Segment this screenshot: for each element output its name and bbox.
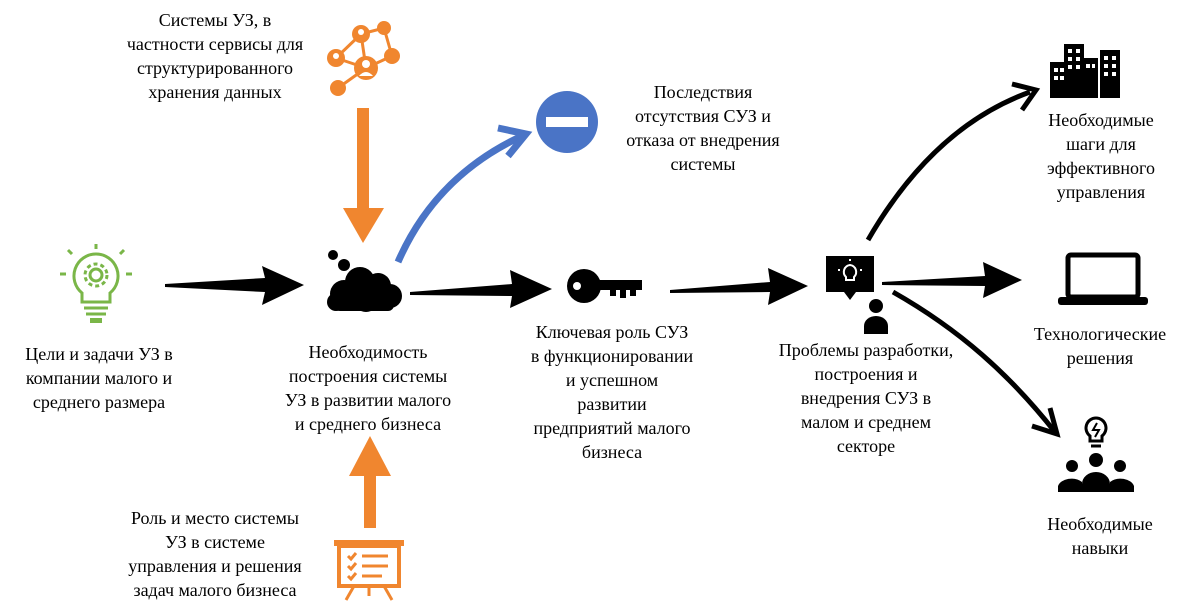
label-line: развитии (577, 394, 647, 414)
label-line: предприятий малого (533, 418, 691, 438)
label-line: УЗ в развитии малого (284, 390, 452, 410)
label-line: построения системы (288, 366, 448, 386)
label-necessity: Необходимость построения системы УЗ в ра… (258, 340, 478, 436)
arrow-problems-to-skills (891, 289, 1057, 434)
label-line: в функционировании (530, 346, 694, 366)
label-line: решения (1066, 348, 1134, 368)
label-steps: Необходимые шаги для эффективного управл… (1016, 108, 1186, 204)
checklist-board-icon (334, 540, 404, 601)
label-line: построения и (814, 364, 918, 384)
label-line: малом и среднем (801, 412, 931, 432)
arrow-role-to-necessity-head (349, 436, 391, 476)
label-structured-storage: Системы УЗ, в частности сервисы для стру… (100, 8, 330, 104)
label-key-role: Ключевая роль СУЗ в функционировании и у… (512, 320, 712, 464)
label-goals: Цели и задачи УЗ в компании малого и сре… (4, 342, 194, 414)
arrow-role-to-necessity-shaft (364, 470, 376, 528)
arrow-problems-to-tech (882, 262, 1022, 298)
label-problems: Проблемы разработки, построения и внедре… (756, 338, 976, 458)
label-line: отказа от внедрения (626, 130, 780, 150)
label-line: хранения данных (148, 82, 282, 102)
label-line: внедрения СУЗ в (800, 388, 932, 408)
label-line: навыки (1071, 538, 1129, 558)
label-line: Системы УЗ, в (158, 10, 272, 30)
label-line: отсутствия СУЗ и (635, 106, 771, 126)
label-line: шаги для (1066, 134, 1136, 154)
label-line: и успешном (565, 370, 659, 390)
arrow-goals-to-necessity (165, 266, 304, 305)
label-line: Необходимые (1047, 514, 1153, 534)
label-line: Цели и задачи УЗ в (25, 344, 173, 364)
arrow-storage-to-necessity-head (343, 208, 384, 243)
label-role-place: Роль и место системы УЗ в системе управл… (100, 506, 330, 602)
team-idea-icon (1058, 416, 1134, 492)
buildings-icon (1050, 44, 1120, 98)
arrow-necessity-to-key (410, 270, 552, 308)
laptop-icon (1058, 252, 1148, 305)
label-line: системы (670, 154, 736, 174)
label-line: Проблемы разработки, (778, 340, 954, 360)
label-line: и среднего бизнеса (294, 414, 442, 434)
arrow-storage-to-necessity-shaft (357, 108, 369, 212)
arrow-necessity-to-consequences (394, 132, 524, 264)
label-line: управления и решения (128, 556, 302, 576)
presenter-idea-icon (826, 256, 888, 334)
arrow-problems-to-steps (865, 89, 1031, 242)
label-line: бизнеса (581, 442, 643, 462)
minus-circle-icon (536, 91, 598, 153)
label-line: УЗ в системе (165, 532, 265, 552)
label-line: эффективного (1047, 158, 1155, 178)
label-line: секторе (836, 436, 896, 456)
network-people-icon (327, 21, 400, 96)
label-line: структурированного (136, 58, 294, 78)
label-tech: Технологические решения (1010, 322, 1190, 370)
label-line: Необходимость (308, 342, 428, 362)
cloud-icon (327, 250, 402, 312)
arrow-problems-to-skills-head (1031, 407, 1061, 438)
label-consequences: Последствия отсутствия СУЗ и отказа от в… (598, 80, 808, 176)
label-line: Необходимые (1048, 110, 1154, 130)
label-line: управления (1056, 182, 1146, 202)
label-line: Последствия (653, 82, 753, 102)
arrow-necessity-to-consequences-head (497, 124, 533, 159)
label-line: Технологические (1033, 324, 1167, 344)
label-line: задач малого бизнеса (133, 580, 297, 600)
label-line: среднего размера (32, 392, 166, 412)
label-line: Ключевая роль СУЗ (535, 322, 689, 342)
arrow-key-to-problems (670, 268, 808, 305)
label-line: Роль и место системы (130, 508, 300, 528)
label-skills: Необходимые навыки (1010, 512, 1190, 560)
key-icon (567, 269, 642, 303)
lightbulb-gear-icon (60, 244, 132, 323)
arrow-problems-to-steps-head (1011, 81, 1041, 112)
label-line: частности сервисы для (126, 34, 304, 54)
label-line: компании малого и (25, 368, 173, 388)
